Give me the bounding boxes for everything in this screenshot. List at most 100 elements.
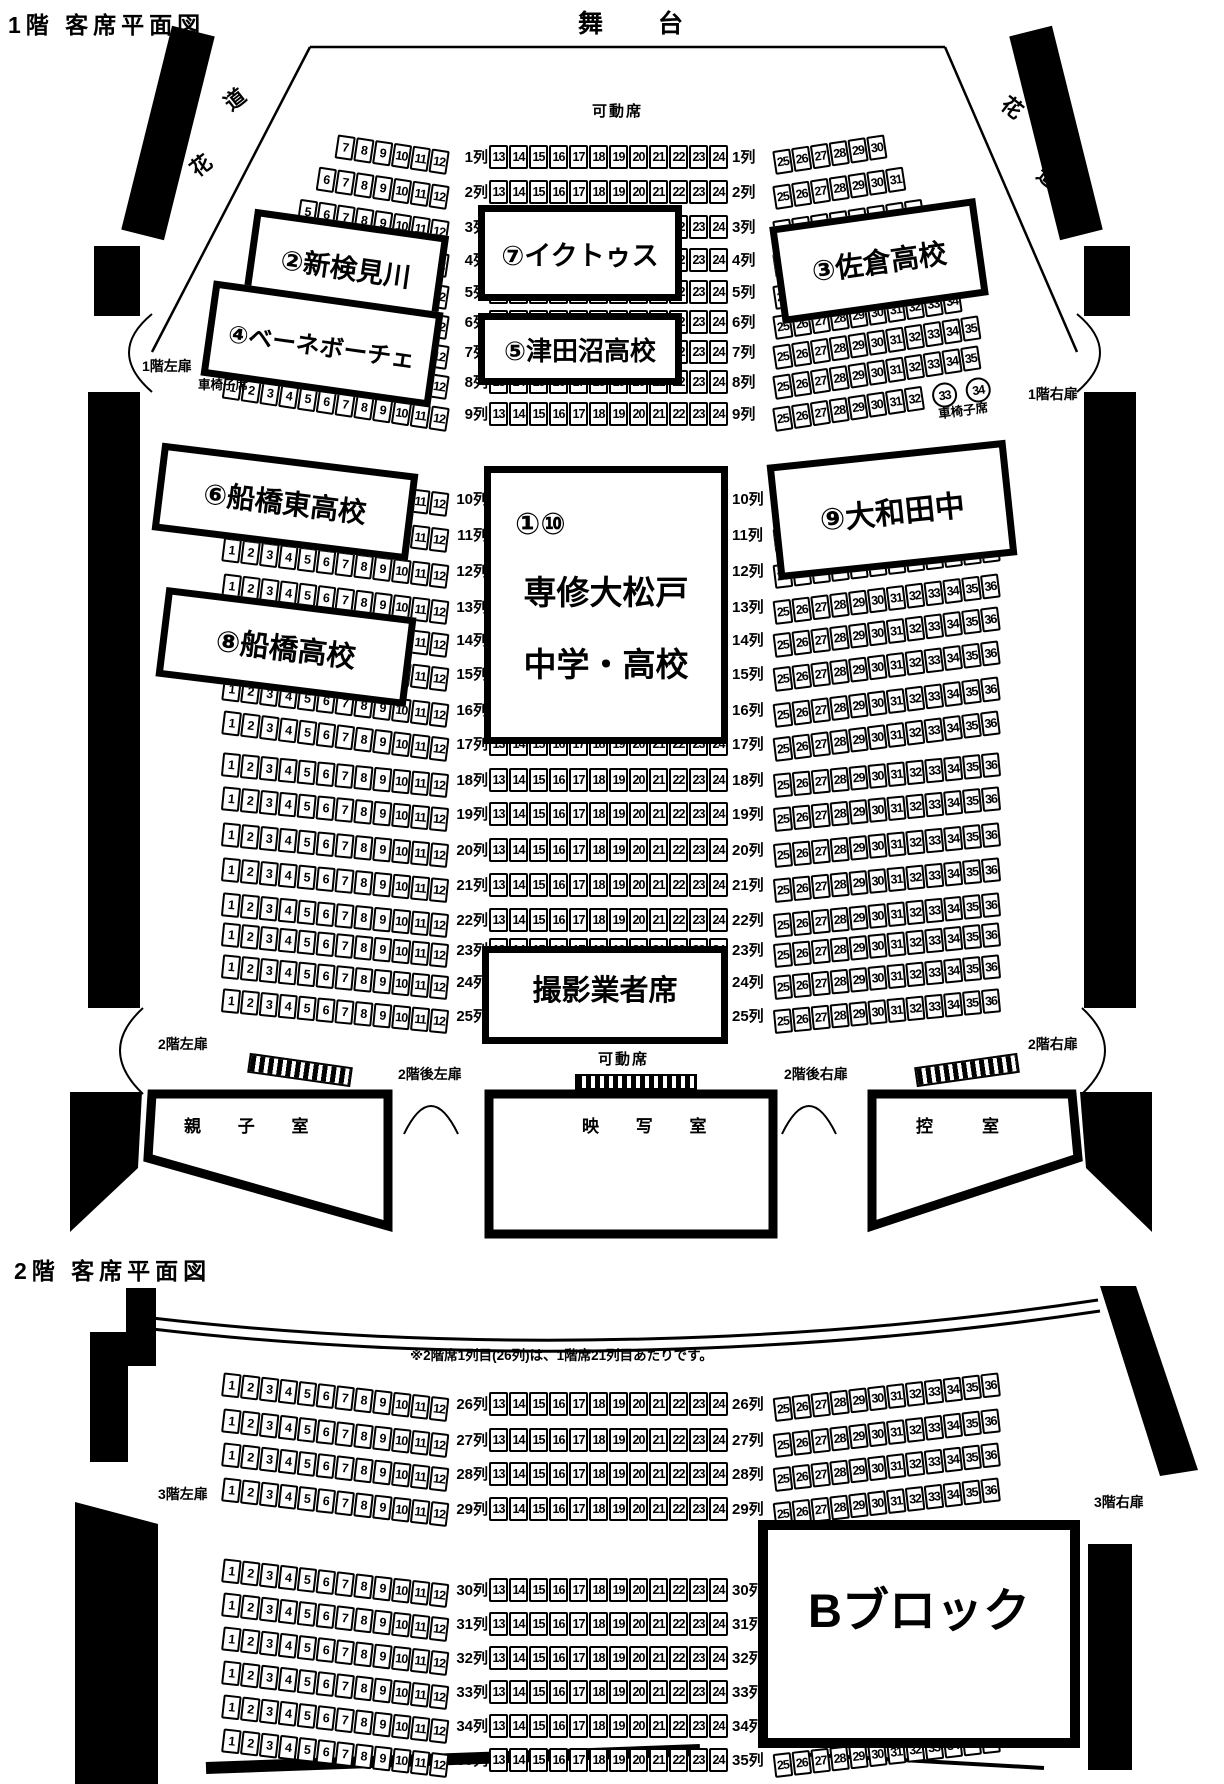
seat: 32 xyxy=(904,649,926,676)
seat: 4 xyxy=(277,544,299,571)
seat: 12 xyxy=(428,912,450,938)
seat: 9 xyxy=(372,1389,393,1416)
seat: 1 xyxy=(221,1660,242,1687)
seat: 3 xyxy=(258,1376,280,1403)
seat: 4 xyxy=(277,1734,299,1761)
seat: 28 xyxy=(829,1494,850,1521)
seat: 6 xyxy=(315,1383,337,1410)
seat: 16 xyxy=(549,768,568,792)
seat: 14 xyxy=(509,1714,528,1738)
row-label: 27列 xyxy=(732,1432,764,1449)
seat: 30 xyxy=(866,654,888,681)
seat: 12 xyxy=(428,405,450,432)
seat: 12 xyxy=(428,877,450,903)
wall-left-main xyxy=(88,392,140,1008)
seat: 4 xyxy=(277,927,298,954)
seat: 21 xyxy=(649,1680,668,1704)
seat: 15 xyxy=(529,1578,548,1602)
seat: 5 xyxy=(296,1485,318,1512)
seat: 3 xyxy=(258,1732,280,1759)
row-label: 14列 xyxy=(456,632,488,649)
seat: 24 xyxy=(709,802,728,826)
row-label: 32列 xyxy=(732,1650,764,1667)
seat: 19 xyxy=(609,1748,628,1772)
seat: 26 xyxy=(791,1749,813,1776)
seat: 25 xyxy=(772,842,794,868)
seat: 10 xyxy=(391,873,412,900)
seat: 1 xyxy=(220,954,242,980)
row-label: 30列 xyxy=(732,1582,764,1599)
seat: 3 xyxy=(258,1562,280,1589)
seat: 10 xyxy=(390,177,413,205)
seat: 15 xyxy=(529,1612,548,1636)
seat: 17 xyxy=(569,402,588,426)
seat: 34 xyxy=(942,1412,964,1439)
seat: 36 xyxy=(979,606,1001,633)
seat: 3 xyxy=(258,895,279,922)
seat: 10 xyxy=(391,1496,412,1523)
seat: 12 xyxy=(428,735,450,762)
seat: 26 xyxy=(791,910,812,937)
seat: 17 xyxy=(569,145,588,169)
seat: 8 xyxy=(353,1457,374,1484)
seat: 26 xyxy=(791,1006,812,1033)
row-label: 15列 xyxy=(456,666,488,683)
seat: 4 xyxy=(277,1564,299,1591)
seat: 27 xyxy=(809,399,832,427)
seat: 25 xyxy=(772,974,794,1000)
seat: 1 xyxy=(221,1408,242,1435)
row-label: 15列 xyxy=(732,666,764,683)
seat: 14 xyxy=(509,1612,528,1636)
seat: 5 xyxy=(296,793,317,820)
seat: 8 xyxy=(353,1709,374,1736)
row-label: 9列 xyxy=(732,406,756,423)
seat: 31 xyxy=(886,831,907,858)
seat: 23 xyxy=(689,1462,708,1486)
row-label: 31列 xyxy=(456,1616,488,1633)
seat: 30 xyxy=(867,763,888,789)
seat: 22 xyxy=(669,768,688,792)
row-label: 19列 xyxy=(456,806,488,823)
row-label: 4列 xyxy=(732,252,756,269)
seat: 30 xyxy=(867,868,888,894)
seat: 8 xyxy=(353,172,375,199)
seat: 35 xyxy=(961,754,983,780)
seat: 18 xyxy=(589,1714,608,1738)
seat: 8 xyxy=(353,870,374,896)
seat: 11 xyxy=(410,1006,431,1033)
seat: 7 xyxy=(334,903,355,929)
seat: 7 xyxy=(334,999,355,1025)
seat: 19 xyxy=(609,1714,628,1738)
room-eisha-label: 映 写 室 xyxy=(582,1117,723,1136)
seat: 2 xyxy=(239,1479,261,1506)
seat: 10 xyxy=(391,1713,412,1740)
seat: 32 xyxy=(905,929,926,956)
seat: 24 xyxy=(709,1646,728,1670)
seat: 30 xyxy=(866,134,888,161)
row-label: 34列 xyxy=(732,1718,764,1735)
seat: 33 xyxy=(924,791,945,818)
seat: 26 xyxy=(791,840,812,867)
seat: 5 xyxy=(296,719,318,746)
seat: 9 xyxy=(372,1745,393,1772)
seat: 9 xyxy=(372,906,393,933)
seat: 25 xyxy=(772,1396,794,1422)
seat: 24 xyxy=(709,1578,728,1602)
seat: 24 xyxy=(709,1612,728,1636)
seat: 8 xyxy=(353,905,374,931)
seat: 26 xyxy=(790,402,813,430)
seat: 23 xyxy=(689,1578,708,1602)
seat: 9 xyxy=(372,728,393,755)
seat: 31 xyxy=(885,1383,907,1410)
seat: 5 xyxy=(296,995,317,1022)
seat: 3 xyxy=(258,755,279,782)
seat: 16 xyxy=(549,402,568,426)
seat: 33 xyxy=(923,1448,945,1475)
seat: 35 xyxy=(961,1410,983,1437)
seat: 24 xyxy=(709,873,728,897)
seat: 15 xyxy=(529,873,548,897)
seat: 23 xyxy=(689,908,708,932)
row-label: 35列 xyxy=(456,1752,488,1769)
row-label: 21列 xyxy=(732,877,764,894)
